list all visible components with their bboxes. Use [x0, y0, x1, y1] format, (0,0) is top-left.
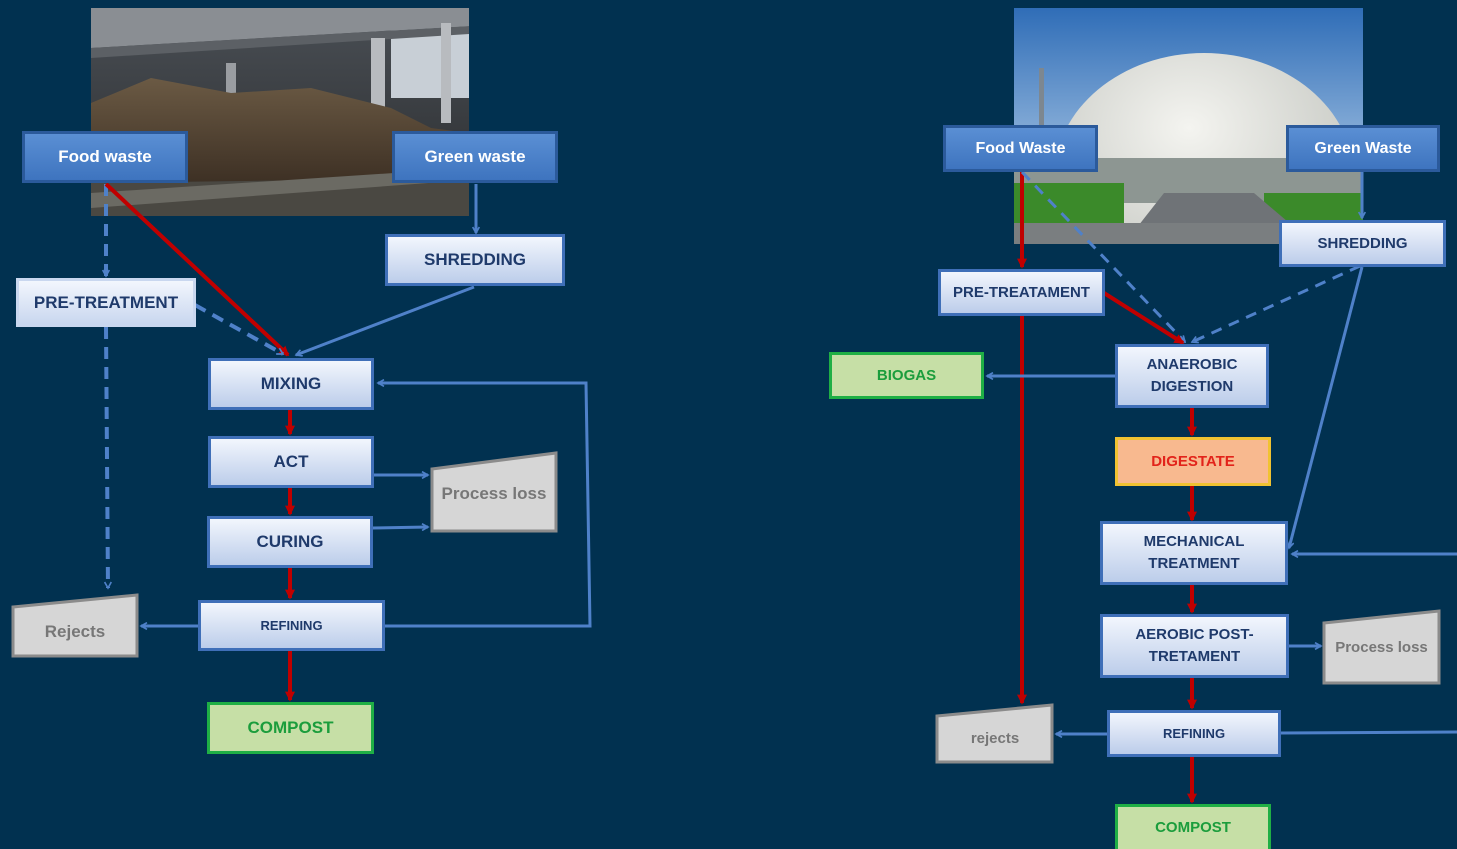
composting-plant-photo: [91, 8, 469, 216]
act-box: ACT: [208, 436, 374, 488]
ad-food-to-digestion-arrow: [1020, 170, 1185, 342]
shredding-to-mixing-arrow: [296, 285, 475, 355]
ad-digestate-box: DIGESTATE: [1115, 437, 1271, 486]
ad-food-waste-box: Food Waste: [943, 125, 1098, 172]
curing-box: CURING: [207, 516, 373, 568]
food-waste-box: Food waste: [22, 131, 188, 183]
process-loss-label: Process loss: [441, 484, 547, 503]
ad-rejects-label: rejects: [970, 730, 1020, 747]
pretreatment-to-mixing-arrow: [194, 303, 283, 356]
shredding-box: SHREDDING: [385, 234, 565, 286]
ad-process-loss-label: Process loss: [1335, 639, 1428, 656]
ad-compost-box: COMPOST: [1115, 804, 1271, 849]
ad-process-loss-shape: [1322, 609, 1441, 685]
ad-aerobic-post-treatment-box: AEROBIC POST-TRETAMENT: [1100, 614, 1289, 678]
ad-rejects-shape: [935, 703, 1054, 764]
ad-mechanical-treatment-box: MECHANICAL TREATMENT: [1100, 521, 1288, 585]
ad-anaerobic-digestion-box: ANAEROBIC DIGESTION: [1115, 344, 1269, 408]
ad-pre-treatment-box: PRE-TREATAMENT: [938, 269, 1105, 316]
rejects-shape: [11, 593, 139, 658]
ad-biogas-box: BIOGAS: [829, 352, 984, 399]
refining-recycle-to-mixing-arrow: [378, 383, 592, 628]
food-to-mixing-arrow: [104, 182, 290, 357]
ad-shredding-to-mechanical-arrow: [1289, 266, 1364, 548]
ad-refining-recycle-line: [1280, 730, 1457, 735]
curing-to-loss-arrow: [371, 527, 428, 528]
rejects-label: Rejects: [44, 622, 106, 641]
ad-pretreatment-to-digestion-arrow: [1102, 291, 1185, 345]
compost-box: COMPOST: [207, 702, 374, 754]
ad-shredding-to-digestion-arrow: [1192, 264, 1361, 342]
ad-shredding-box: SHREDDING: [1279, 220, 1446, 267]
pre-treatment-box: PRE-TREATMENT: [16, 278, 196, 327]
ad-refining-box: REFINING: [1107, 710, 1281, 757]
green-waste-box: Green waste: [392, 131, 558, 183]
pretreatment-to-rejects-arrow: [106, 326, 108, 588]
mixing-box: MIXING: [208, 358, 374, 410]
process-loss-shape: [430, 451, 558, 533]
ad-green-waste-box: Green Waste: [1286, 125, 1440, 172]
refining-box: REFINING: [198, 600, 385, 651]
